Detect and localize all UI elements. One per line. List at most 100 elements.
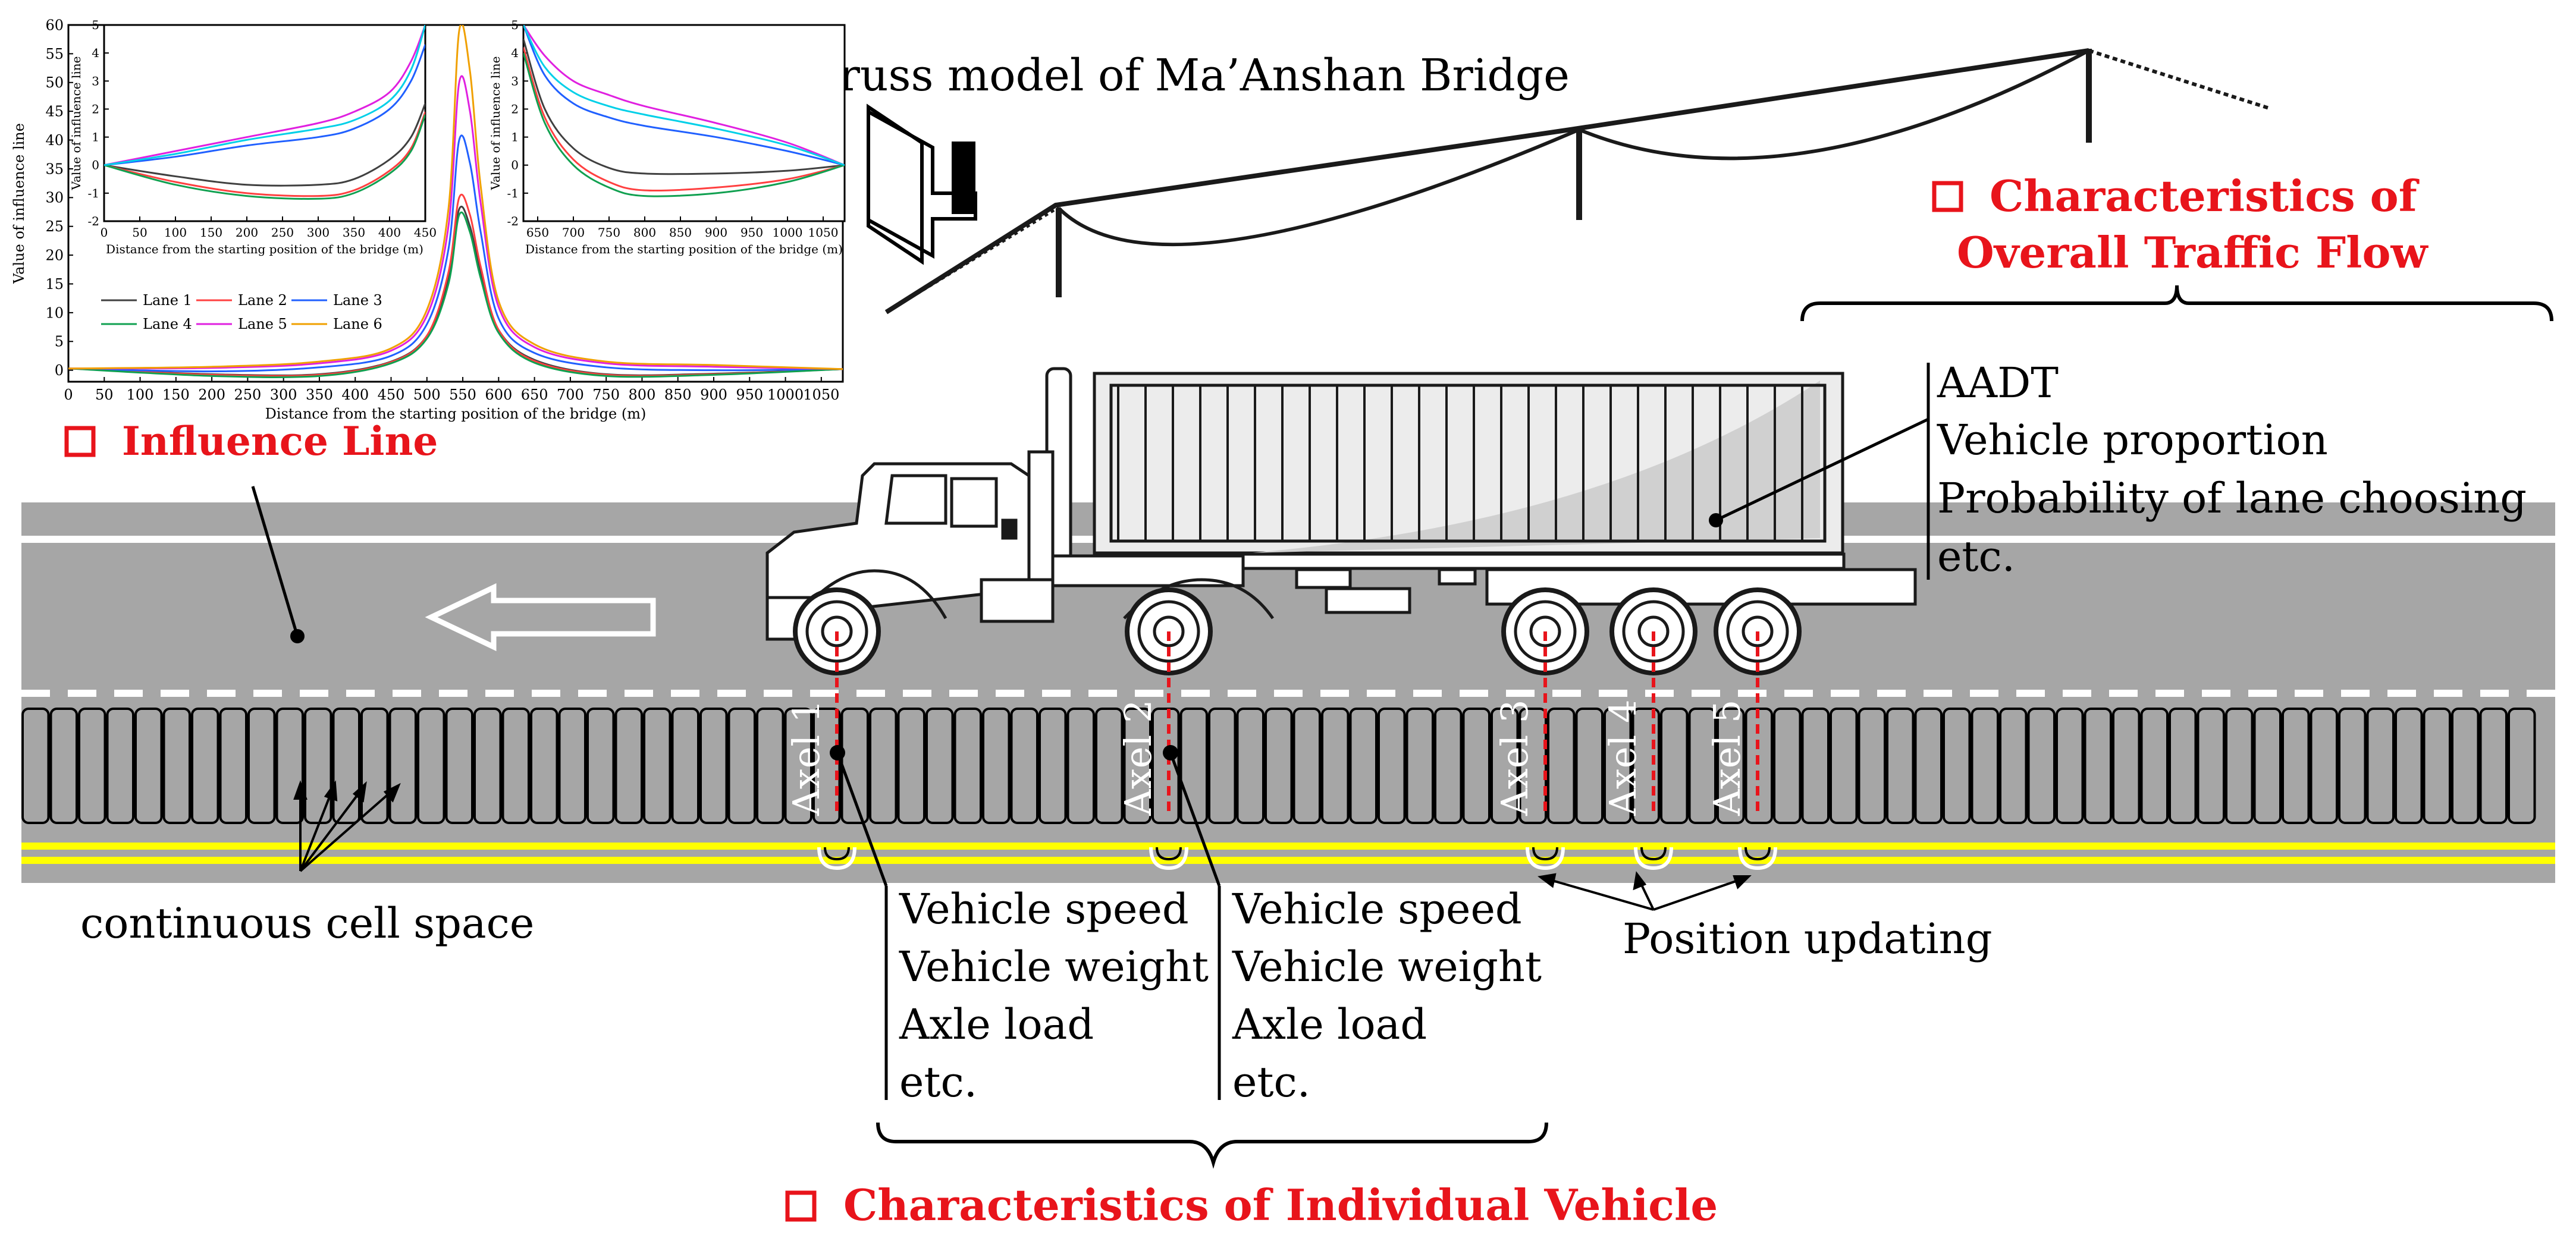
influence-line-heading: Influence Line (64, 418, 438, 464)
cell (1123, 708, 1151, 824)
x-tick-label: 350 (343, 225, 365, 240)
position-marker-icon (1149, 847, 1188, 870)
y-tick-label: 30 (45, 190, 64, 206)
y-tick-label: 0 (92, 158, 99, 172)
cell (1999, 708, 2028, 824)
position-marker-inner-icon (824, 847, 850, 861)
cell (2508, 708, 2536, 824)
series-line-lane-3 (104, 44, 425, 166)
cell (21, 708, 50, 824)
cell (1405, 708, 1434, 824)
cell (1151, 708, 1180, 824)
overall-item: AADT (1937, 359, 2059, 407)
svg-text:Characteristics of Individual: Characteristics of Individual Vehicle (843, 1180, 1718, 1230)
cell-space-arrows (293, 780, 401, 872)
bridge-to-influence-arrow-icon (867, 103, 977, 265)
cell (530, 708, 559, 824)
position-marker-inner-icon (1744, 847, 1771, 861)
cell (1265, 708, 1293, 824)
cell (1943, 708, 1971, 824)
cell (1801, 708, 1830, 824)
cell (1321, 708, 1350, 824)
cell (1038, 708, 1067, 824)
overall-traffic-list: AADT Vehicle proportion Probability of l… (1937, 359, 2527, 581)
cell (727, 708, 756, 824)
travel-direction-arrow-icon (425, 583, 656, 652)
x-tick-label: 150 (200, 225, 222, 240)
vehicle-item: Axle load (899, 1000, 1094, 1049)
series-line-lane-2 (523, 47, 845, 192)
y-axis-label: Value of influence line (69, 56, 83, 191)
position-marker-icon (1738, 847, 1777, 870)
x-axis-label: Distance from the starting position of t… (106, 242, 423, 256)
x-axis-label: Distance from the starting position of t… (265, 406, 647, 422)
x-tick-label: 450 (378, 386, 405, 403)
x-tick-label: 300 (270, 386, 297, 403)
overall-item: Vehicle proportion (1937, 416, 2328, 464)
position-marker-inner-icon (1156, 847, 1182, 861)
series-line-lane-4 (68, 211, 843, 378)
x-tick-label: 950 (736, 386, 763, 403)
svg-text:Influence Line: Influence Line (122, 418, 438, 464)
cell (2366, 708, 2395, 824)
cell (1236, 708, 1265, 824)
series-line-lane-4 (104, 114, 425, 200)
cell (1914, 708, 1943, 824)
cell (1010, 708, 1038, 824)
cell (1688, 708, 1717, 824)
cell (784, 708, 812, 824)
position-marker-icon (817, 847, 856, 870)
bridge-truss-model (884, 48, 2270, 315)
y-tick-label: 20 (45, 247, 64, 263)
cell (1717, 708, 1745, 824)
cell-space-label: continuous cell space (80, 899, 534, 948)
cell (2451, 708, 2480, 824)
vehicle-item: Vehicle speed (899, 885, 1189, 933)
cell (2084, 708, 2112, 824)
cell (1208, 708, 1237, 824)
x-tick-label: 0 (101, 225, 108, 240)
x-tick-label: 400 (341, 386, 369, 403)
cell (1547, 708, 1576, 824)
cell (2423, 708, 2451, 824)
x-tick-label: 300 (307, 225, 330, 240)
influence-pointer-line (251, 486, 299, 637)
cell (2112, 708, 2141, 824)
overall-item: etc. (1937, 532, 2015, 581)
axle1-pointer-line (836, 752, 888, 887)
position-updating-label: Position updating (1623, 914, 1993, 963)
y-tick-label: -1 (88, 186, 99, 200)
x-tick-label: 50 (95, 386, 114, 403)
cell-space-row (21, 708, 2536, 824)
cell (1434, 708, 1463, 824)
series-line-lane-3 (523, 25, 845, 166)
x-tick-label: 800 (629, 386, 656, 403)
series-line-lane-5 (68, 75, 843, 370)
y-tick-label: 4 (92, 46, 99, 60)
cell (2169, 708, 2197, 824)
vehicle-item: etc. (1232, 1058, 1310, 1107)
position-marker-icon (1526, 847, 1565, 870)
vehicle-item: Vehicle weight (899, 942, 1209, 991)
cell (134, 708, 163, 824)
series-line-lane-6 (523, 25, 845, 166)
y-tick-label: 0 (511, 158, 519, 172)
series-line-lane-2 (104, 111, 425, 197)
x-tick-label: 750 (598, 225, 620, 240)
cell (756, 708, 785, 824)
cell (1491, 708, 1519, 824)
svg-text:Overall Traffic Flow: Overall Traffic Flow (1957, 227, 2428, 278)
overall-pointer-line (1715, 417, 1929, 522)
position-marker-inner-icon (1640, 847, 1667, 861)
x-tick-label: 1050 (808, 225, 839, 240)
cell (191, 708, 219, 824)
cell (49, 708, 78, 824)
cell (897, 708, 925, 824)
cell (643, 708, 672, 824)
cab-rear (1027, 450, 1055, 602)
cell (1095, 708, 1124, 824)
